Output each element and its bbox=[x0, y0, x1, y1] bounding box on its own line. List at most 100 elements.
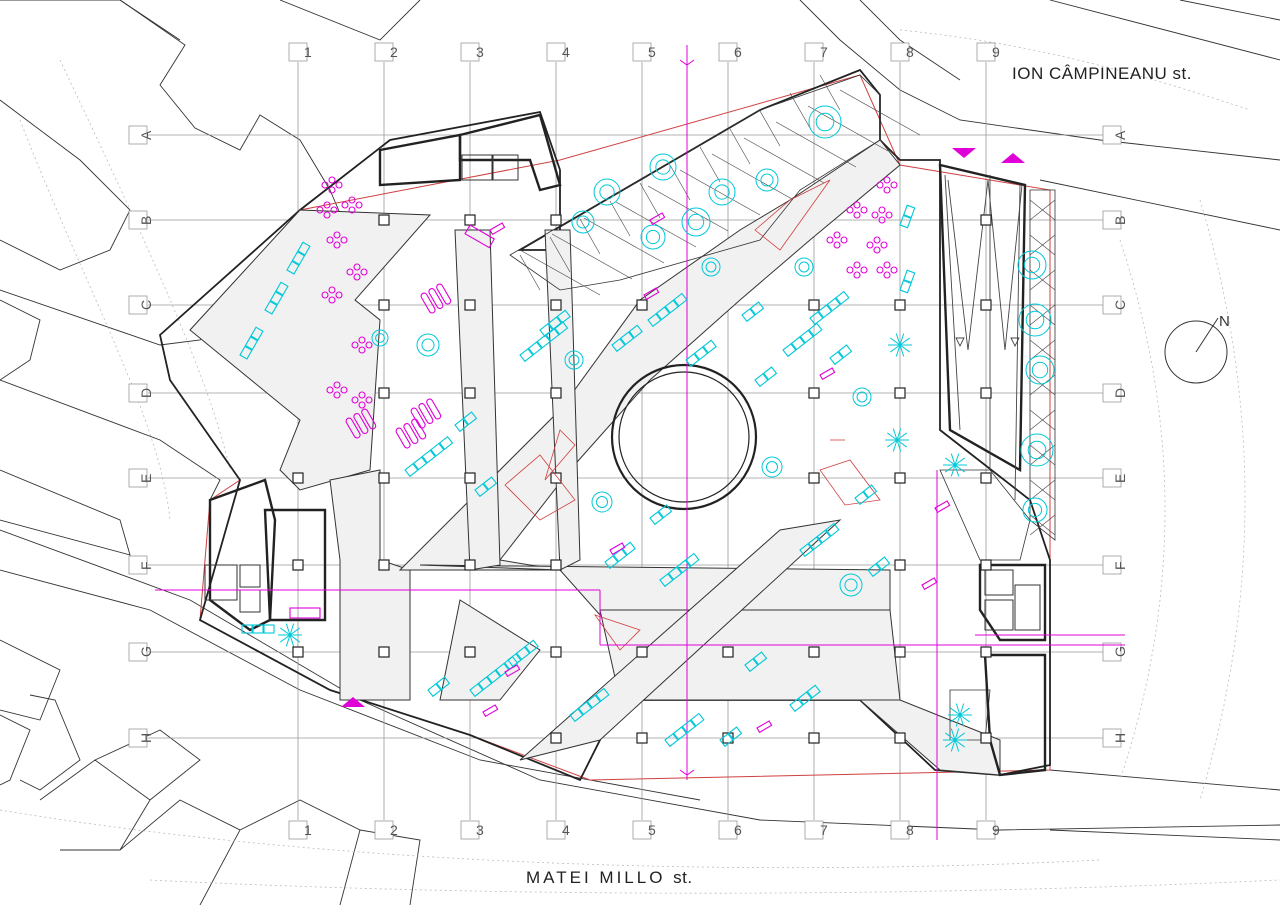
bench-seat bbox=[649, 511, 664, 526]
chair bbox=[860, 206, 868, 214]
north-arrow: N bbox=[1164, 313, 1230, 384]
bench-seat bbox=[752, 651, 768, 666]
shrub-spike bbox=[895, 333, 901, 346]
chair bbox=[353, 263, 361, 271]
bench-row bbox=[604, 541, 636, 570]
lounge-chair bbox=[436, 283, 452, 305]
tile-line bbox=[549, 236, 571, 273]
bench-seat bbox=[762, 366, 778, 381]
column-square bbox=[722, 646, 734, 658]
tree-canopy-inner bbox=[655, 159, 671, 175]
tree-canopy bbox=[593, 178, 621, 206]
shrub-spike bbox=[896, 439, 908, 448]
tree-canopy bbox=[564, 350, 584, 370]
column-square bbox=[464, 559, 476, 571]
chair bbox=[833, 241, 841, 249]
column-square bbox=[808, 732, 820, 744]
chair bbox=[358, 391, 366, 399]
column-square bbox=[894, 472, 906, 484]
reception-desk bbox=[289, 607, 321, 619]
bench-row bbox=[454, 411, 478, 433]
bench-seat bbox=[903, 204, 916, 219]
furniture-set bbox=[420, 283, 452, 314]
chair bbox=[885, 211, 893, 219]
magenta-bench bbox=[609, 542, 626, 556]
bench-seat bbox=[619, 331, 635, 346]
tree-canopy bbox=[755, 168, 779, 192]
shrub-spike bbox=[954, 464, 966, 473]
tile-line bbox=[1029, 514, 1056, 536]
tree-canopy bbox=[571, 210, 595, 234]
grid-tag-col-9 bbox=[976, 820, 996, 840]
bench-row bbox=[829, 344, 853, 366]
grid-label-col-3: 3 bbox=[476, 44, 484, 60]
bench-seat bbox=[875, 556, 891, 571]
lounge-chair bbox=[426, 398, 442, 420]
column-square bbox=[808, 299, 820, 311]
bench-row bbox=[782, 322, 823, 358]
chair bbox=[333, 231, 341, 239]
bench-seat bbox=[545, 327, 560, 342]
chair bbox=[365, 396, 373, 404]
bench-seat bbox=[685, 552, 700, 567]
grid-tag-row-A bbox=[1102, 125, 1122, 145]
grid-tag-col-6 bbox=[718, 820, 738, 840]
column-square bbox=[464, 299, 476, 311]
lounge-chair bbox=[428, 288, 444, 310]
bench-seat bbox=[789, 698, 804, 713]
tree-canopy-inner bbox=[705, 261, 717, 273]
bench-seat bbox=[547, 316, 563, 331]
bench-seat bbox=[556, 309, 571, 324]
shrub-spike bbox=[899, 333, 905, 346]
tile-line bbox=[519, 254, 541, 291]
tree-canopy bbox=[640, 224, 666, 250]
tile-line bbox=[729, 128, 751, 165]
grid-label-row-G: G bbox=[1112, 646, 1128, 657]
column-square bbox=[980, 299, 992, 311]
bench-row bbox=[867, 556, 891, 578]
shrub-spike bbox=[289, 623, 295, 636]
column-square bbox=[980, 472, 992, 484]
shrub-spike bbox=[954, 457, 966, 466]
grid-tag-row-A bbox=[128, 125, 148, 145]
column-square bbox=[550, 646, 562, 658]
tree-canopy-inner bbox=[568, 354, 580, 366]
chair bbox=[358, 336, 366, 344]
tile-line bbox=[639, 182, 661, 219]
cafe-table-set bbox=[351, 336, 373, 354]
lounge-chair bbox=[353, 413, 369, 435]
grid-tag-row-H bbox=[128, 728, 148, 748]
grid-label-row-D: D bbox=[1112, 388, 1128, 398]
grid-tag-row-D bbox=[1102, 383, 1122, 403]
tree-canopy bbox=[591, 491, 613, 513]
bench-seat bbox=[808, 322, 823, 337]
bench-seat bbox=[667, 566, 683, 581]
bench-seat bbox=[807, 536, 823, 551]
grid-label-row-C: C bbox=[138, 300, 154, 310]
chair bbox=[846, 206, 854, 214]
bench-seat bbox=[816, 529, 831, 544]
tree-canopy-inner bbox=[760, 173, 774, 187]
bench-seat bbox=[854, 491, 869, 506]
chair bbox=[883, 261, 891, 269]
grid-label-col-9: 9 bbox=[992, 44, 1000, 60]
tree-canopy bbox=[839, 573, 863, 597]
shrub-spike bbox=[954, 464, 960, 477]
tile-line bbox=[775, 121, 857, 168]
column-square bbox=[292, 559, 304, 571]
tree-canopy-inner bbox=[766, 461, 778, 473]
furniture-set bbox=[345, 408, 377, 439]
column-square bbox=[980, 559, 992, 571]
column-square bbox=[550, 732, 562, 744]
magenta-bench bbox=[934, 500, 951, 514]
bench-seat bbox=[482, 476, 498, 491]
chair bbox=[335, 291, 343, 299]
grid-tag-col-5 bbox=[632, 820, 652, 840]
bench-seat bbox=[790, 336, 806, 351]
column-square bbox=[378, 472, 390, 484]
bench-row bbox=[264, 281, 289, 315]
stair-elevators bbox=[204, 154, 1041, 631]
bench-seat bbox=[264, 300, 278, 315]
chair bbox=[341, 201, 349, 209]
bench-row bbox=[685, 339, 717, 368]
